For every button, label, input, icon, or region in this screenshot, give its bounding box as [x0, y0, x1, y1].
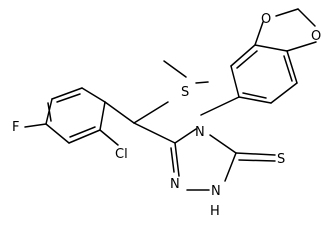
- bond: [56, 93, 81, 103]
- bond: [47, 102, 52, 122]
- atom-sulfur-methylthio: S: [181, 85, 189, 100]
- bond: [163, 60, 187, 78]
- bond: [195, 81, 209, 84]
- bond: [51, 87, 83, 100]
- bond: [270, 82, 298, 104]
- bond: [238, 96, 272, 104]
- bond: [209, 134, 237, 154]
- atom-chlorine: Cl: [115, 147, 128, 162]
- bond: [170, 147, 175, 173]
- bond: [242, 92, 267, 99]
- bond: [230, 65, 240, 98]
- bond: [104, 101, 135, 124]
- bond: [254, 21, 264, 46]
- atom-nitrogen-3: N: [170, 177, 180, 192]
- bond: [200, 96, 240, 116]
- bond: [286, 41, 317, 52]
- bond: [238, 159, 276, 162]
- bond: [69, 126, 96, 138]
- bond: [254, 44, 288, 52]
- bond: [236, 50, 258, 69]
- bond-lines: [24, 8, 317, 191]
- bond: [174, 142, 180, 177]
- bond: [174, 128, 197, 144]
- bond: [283, 55, 293, 82]
- atom-labels: F Cl S N N N H S O O: [12, 12, 321, 219]
- bond: [230, 44, 256, 67]
- bond: [99, 101, 106, 131]
- bond: [297, 8, 316, 27]
- bond: [45, 123, 70, 144]
- atom-nitrogen-4: N: [195, 125, 205, 140]
- atom-oxygen-top: O: [261, 12, 271, 27]
- bond: [286, 50, 298, 84]
- bond: [133, 101, 169, 124]
- bond: [133, 122, 176, 144]
- atom-nitrogen-1: N: [211, 184, 221, 199]
- atom-fluorine: F: [12, 120, 19, 135]
- bond: [68, 129, 101, 144]
- bond: [24, 123, 47, 128]
- bond: [224, 152, 237, 182]
- bond: [275, 8, 299, 17]
- bond: [81, 87, 106, 103]
- bond: [235, 152, 276, 156]
- atom-sulfur-thione: S: [277, 152, 285, 167]
- atom-hydrogen-on-nitrogen: H: [210, 204, 220, 219]
- atom-oxygen-right: O: [311, 29, 321, 44]
- molecule-structure-diagram: F Cl S N N N H S O O: [12, 8, 321, 219]
- bond: [99, 129, 119, 146]
